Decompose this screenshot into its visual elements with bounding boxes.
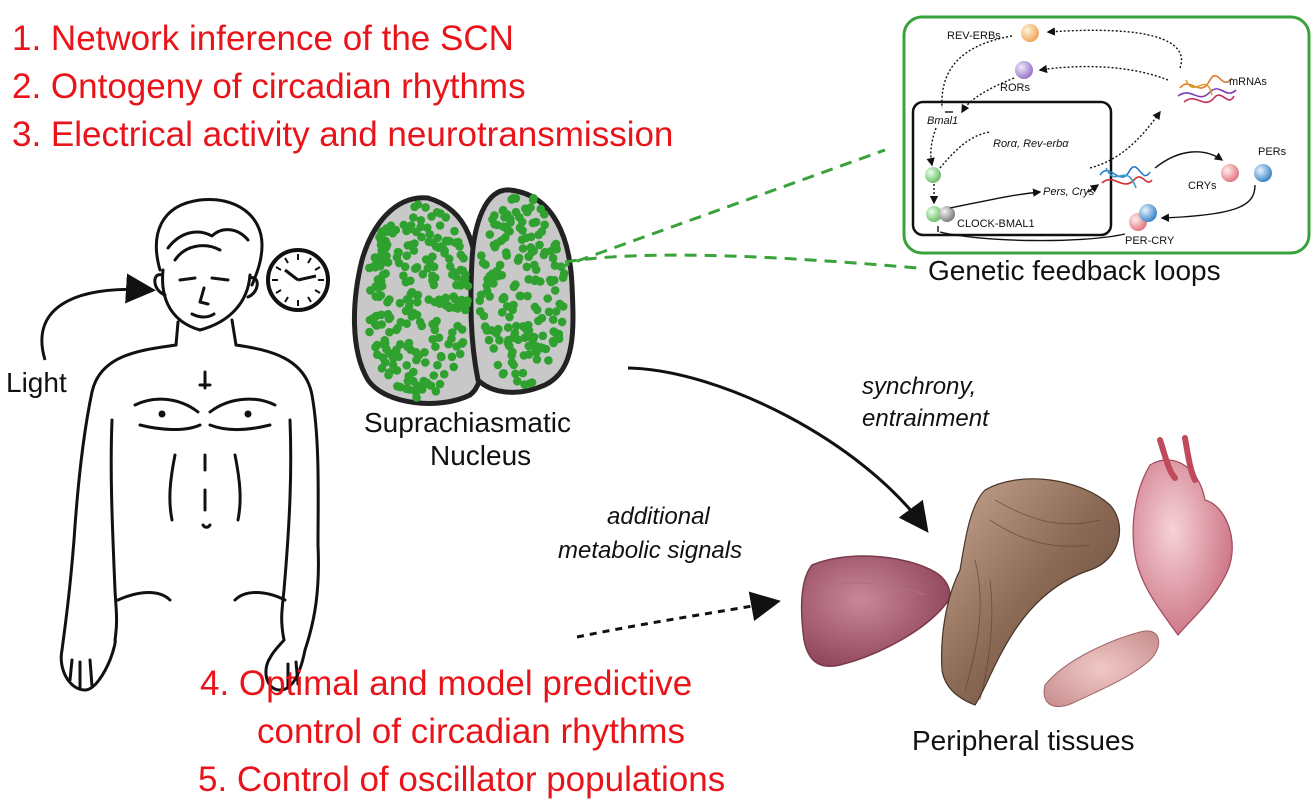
clock-icon — [266, 248, 330, 312]
human-figure — [59, 197, 320, 692]
muscle-image — [941, 478, 1120, 706]
dashed-link-upper — [557, 148, 886, 270]
feedback-loops-label: Genetic feedback loops — [928, 255, 1221, 286]
entrainment-label: entrainment — [862, 405, 989, 432]
pancreas-image — [1043, 630, 1160, 707]
topic-3: 3. Electrical activity and neurotransmis… — [12, 115, 674, 154]
scn-label-line2: Nucleus — [430, 440, 532, 471]
per-cry-label: PER-CRY — [1125, 235, 1175, 247]
mrnas-label: mRNAs — [1229, 76, 1267, 88]
topic-5: 5. Control of oscillator populations — [198, 760, 726, 799]
topic-4: 4. Optimal and model predictive — [200, 664, 693, 703]
clock-bmal1-label: CLOCK-BMAL1 — [957, 218, 1035, 230]
heart-image — [1132, 435, 1233, 636]
synchrony-label: synchrony, — [862, 373, 977, 400]
liver-image — [800, 555, 951, 667]
additional-label: additional — [607, 503, 710, 530]
topic-2: 2. Ontogeny of circadian rhythms — [12, 67, 526, 106]
ror-rev-label: Rorα, Rev-erbα — [993, 138, 1069, 150]
scn-lobes — [352, 187, 576, 406]
rev-erbs-label: REV-ERBs — [947, 30, 1001, 42]
light-label: Light — [6, 367, 67, 398]
pers-crys-label: Pers, Crys — [1043, 186, 1095, 198]
metabolic-arrow — [576, 591, 781, 639]
pers-label: PERs — [1258, 146, 1287, 158]
scn-label-line1: Suprachiasmatic — [364, 407, 571, 438]
metabolic-signals-label: metabolic signals — [558, 537, 743, 564]
feedback-inset — [902, 15, 1311, 255]
light-arrow — [40, 273, 156, 361]
peripheral-tissues-label: Peripheral tissues — [912, 725, 1135, 756]
crys-label: CRYs — [1188, 180, 1217, 192]
bmal1-label: Bmal1 — [927, 115, 959, 127]
topic-1: 1. Network inference of the SCN — [12, 19, 514, 58]
topic-4-continued: control of circadian rhythms — [257, 712, 685, 751]
dashed-link-lower — [564, 253, 919, 270]
rors-label: RORs — [1000, 82, 1030, 94]
synchrony-arrow — [627, 366, 929, 533]
